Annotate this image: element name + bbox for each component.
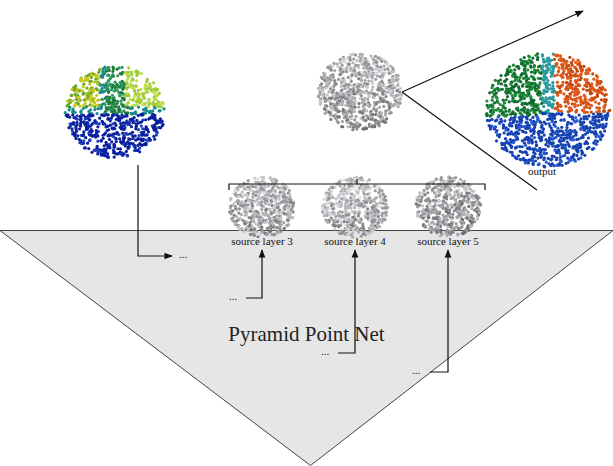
projection-line	[402, 11, 583, 92]
output-point-cloud	[485, 52, 611, 168]
layer-label: source layer 4	[324, 236, 386, 247]
projection-line	[402, 92, 537, 190]
feed-arrow	[138, 165, 172, 256]
ellipsis: ...	[179, 249, 187, 260]
source-arrow	[338, 250, 355, 353]
pyramid-triangle: Pyramid Point Net	[0, 230, 613, 466]
layer-label: source layer 5	[417, 236, 479, 247]
ellipsis: ...	[321, 346, 329, 357]
triangle-outline	[0, 230, 613, 466]
source-layer-cloud	[414, 175, 482, 237]
bracket-tick	[356, 179, 357, 184]
source-layer-cloud	[321, 176, 389, 239]
layer-label: source layer 3	[231, 236, 293, 247]
source-layer-cloud	[228, 176, 295, 239]
ellipsis: ...	[412, 365, 420, 376]
input-point-cloud	[64, 66, 166, 160]
bracket	[229, 184, 485, 190]
feature-point-cloud	[317, 52, 403, 131]
source-arrow	[246, 250, 262, 298]
network-name: Pyramid Point Net	[228, 322, 384, 347]
output-label: output	[528, 166, 556, 177]
source-arrow	[430, 250, 448, 372]
ellipsis: ...	[229, 291, 237, 302]
